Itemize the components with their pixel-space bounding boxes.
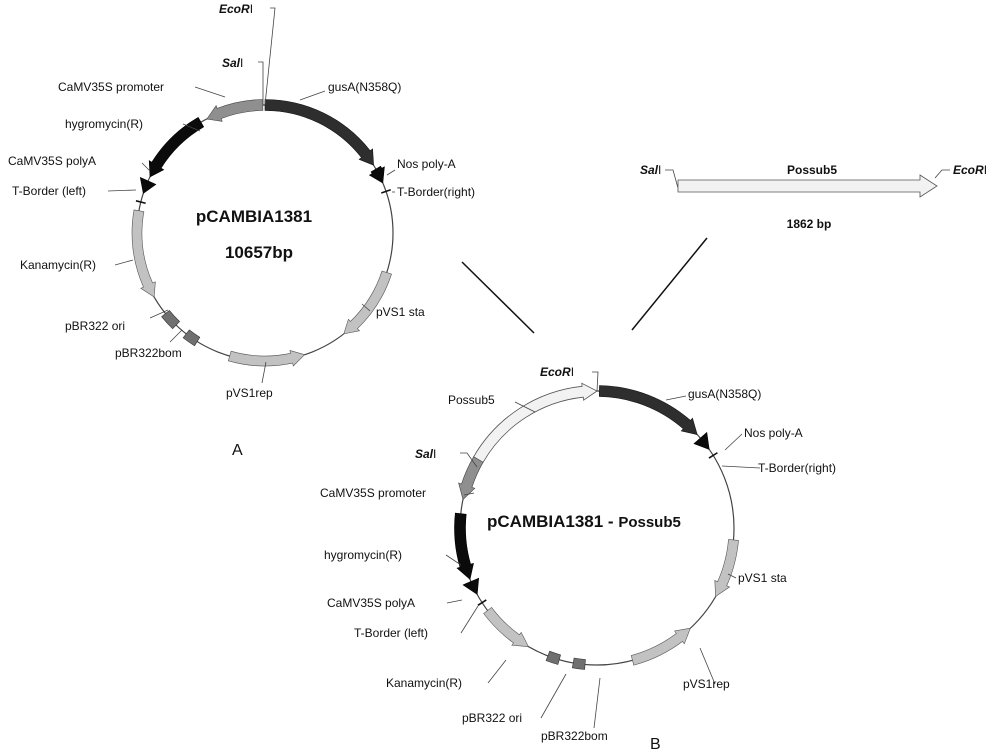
plasmid-a-sali-marker bbox=[258, 61, 264, 105]
plasmid-a-kanamycin-label: Kanamycin(R) bbox=[20, 258, 96, 272]
plasmid-b-kanamycin-arrow bbox=[483, 606, 530, 647]
plasmid-a-t-border-left-label: T-Border (left) bbox=[12, 184, 86, 198]
plasmid-a-pbr322-bom-label: pBR322bom bbox=[115, 346, 182, 360]
plasmid-b-pbr322-bom-box bbox=[571, 657, 586, 670]
plasmid-b-sali-marker bbox=[460, 452, 478, 468]
plasmid-b-name: pCAMBIA1381 - Possub5 bbox=[487, 512, 681, 531]
plasmid-a-kanamycin-arrow bbox=[131, 209, 156, 298]
ligation-line-right bbox=[631, 237, 708, 331]
insert-ecori-label: EcoRI bbox=[953, 163, 987, 177]
plasmid-a-camv-polya-arrow bbox=[139, 176, 157, 194]
insert-possub5-arrow bbox=[677, 174, 938, 198]
plasmid-a-t-border-right-tick bbox=[381, 188, 392, 194]
plasmid-b-camv-promoter-label: CaMV35S promoter bbox=[320, 486, 426, 500]
plasmid-a-pvs1rep-arrow bbox=[227, 349, 306, 367]
plasmid-a-name: pCAMBIA1381 bbox=[196, 207, 312, 226]
plasmid-a-hygromycin-arrow bbox=[148, 116, 205, 178]
insert-ecori-marker bbox=[934, 169, 950, 179]
plasmid-a-t-border-left-tick bbox=[135, 200, 146, 205]
plasmid-a-nos-polya-label: Nos poly-A bbox=[397, 157, 456, 171]
plasmid-b-t-border-left-label: T-Border (left) bbox=[354, 626, 428, 640]
plasmid-a-gusa-label: gusA(N358Q) bbox=[328, 80, 401, 94]
plasmid-b: pCAMBIA1381 - Possub5 EcoRI gusA(N358Q) … bbox=[320, 365, 836, 751]
plasmid-b-hygromycin-arrow bbox=[454, 512, 474, 580]
plasmid-b-camv-promoter-arrow bbox=[458, 456, 484, 501]
plasmid-b-gusa-arrow bbox=[598, 385, 698, 436]
plasmid-a-pvs1-sta-label: pVS1 sta bbox=[376, 305, 425, 319]
plasmid-a-features bbox=[131, 99, 392, 367]
plasmid-a-sali-label: SalI bbox=[222, 56, 243, 70]
plasmid-b-ecori-marker bbox=[592, 371, 599, 392]
insert-size: 1862 bp bbox=[787, 217, 832, 231]
plasmid-a-t-border-right-label: T-Border(right) bbox=[397, 185, 475, 199]
insert-sali-label: SalI bbox=[640, 163, 661, 177]
plasmid-a-leader-lines bbox=[107, 86, 396, 384]
plasmid-b-t-border-left-tick bbox=[477, 599, 487, 607]
plasmid-b-t-border-right-tick bbox=[708, 452, 718, 459]
plasmid-b-gusa-label: gusA(N358Q) bbox=[688, 387, 761, 401]
plasmid-b-pvs1-sta-label: pVS1 sta bbox=[738, 571, 787, 585]
plasmid-b-ecori-label: EcoRI bbox=[540, 365, 574, 379]
plasmid-a-pbr322-ori-box bbox=[161, 309, 181, 330]
plasmid-b-nos-polya-arrow bbox=[693, 431, 710, 450]
plasmid-a-ecori-marker bbox=[264, 7, 276, 106]
plasmid-a-camv-polya-label: CaMV35S polyA bbox=[8, 154, 96, 168]
plasmid-a-pbr322-bom-box bbox=[182, 329, 201, 347]
plasmid-b-leader-lines bbox=[445, 395, 761, 729]
plasmid-b-panel-letter: B bbox=[650, 736, 661, 751]
plasmid-a-gusa-arrow bbox=[264, 99, 374, 166]
plasmid-b-pbr322-ori-label: pBR322 ori bbox=[462, 711, 522, 725]
plasmid-b-sali-label: SalI bbox=[415, 447, 436, 461]
insert-sali-marker bbox=[665, 169, 679, 189]
plasmid-b-hygromycin-label: hygromycin(R) bbox=[324, 548, 402, 562]
plasmid-a-panel-letter: A bbox=[232, 442, 243, 459]
plasmid-b-pvs1rep-label: pVS1rep bbox=[683, 677, 730, 691]
plasmid-b-features bbox=[454, 382, 739, 670]
insert-name: Possub5 bbox=[787, 163, 837, 177]
plasmid-b-t-border-right-label: T-Border(right) bbox=[758, 461, 836, 475]
plasmid-b-pvs1rep-arrow bbox=[630, 627, 691, 666]
plasmid-b-pvs1-sta-arrow bbox=[714, 539, 739, 598]
plasmid-b-possub5-label: Possub5 bbox=[448, 393, 495, 407]
plasmid-b-camv-polya-arrow bbox=[462, 577, 480, 595]
plasmid-a-pvs1-sta-arrow bbox=[343, 270, 392, 335]
plasmid-a-nos-polya-arrow bbox=[368, 165, 385, 184]
plasmid-a-ecori-label: EcoRI bbox=[219, 2, 253, 16]
plasmid-a: pCAMBIA1381 10657bp EcoRI SalI CaMV35S p… bbox=[8, 2, 475, 459]
plasmid-b-pbr322-ori-box bbox=[545, 650, 561, 665]
plasmid-a-pbr322-ori-label: pBR322 ori bbox=[65, 319, 125, 333]
plasmid-a-camv-promoter-label: CaMV35S promoter bbox=[58, 80, 164, 94]
plasmid-a-size: 10657bp bbox=[225, 243, 293, 262]
insert-fragment: SalI EcoRI Possub5 1862 bp bbox=[640, 163, 987, 231]
plasmid-a-hygromycin-label: hygromycin(R) bbox=[65, 117, 143, 131]
plasmid-b-camv-polya-label: CaMV35S polyA bbox=[327, 596, 415, 610]
plasmid-b-nos-polya-label: Nos poly-A bbox=[744, 426, 803, 440]
plasmid-b-pbr322-bom-label: pBR322bom bbox=[541, 729, 608, 743]
plasmid-a-camv-promoter-arrow bbox=[206, 99, 264, 122]
plasmid-a-pvs1rep-label: pVS1rep bbox=[226, 386, 273, 400]
ligation-line-left bbox=[461, 261, 535, 334]
plasmid-b-kanamycin-label: Kanamycin(R) bbox=[386, 676, 462, 690]
